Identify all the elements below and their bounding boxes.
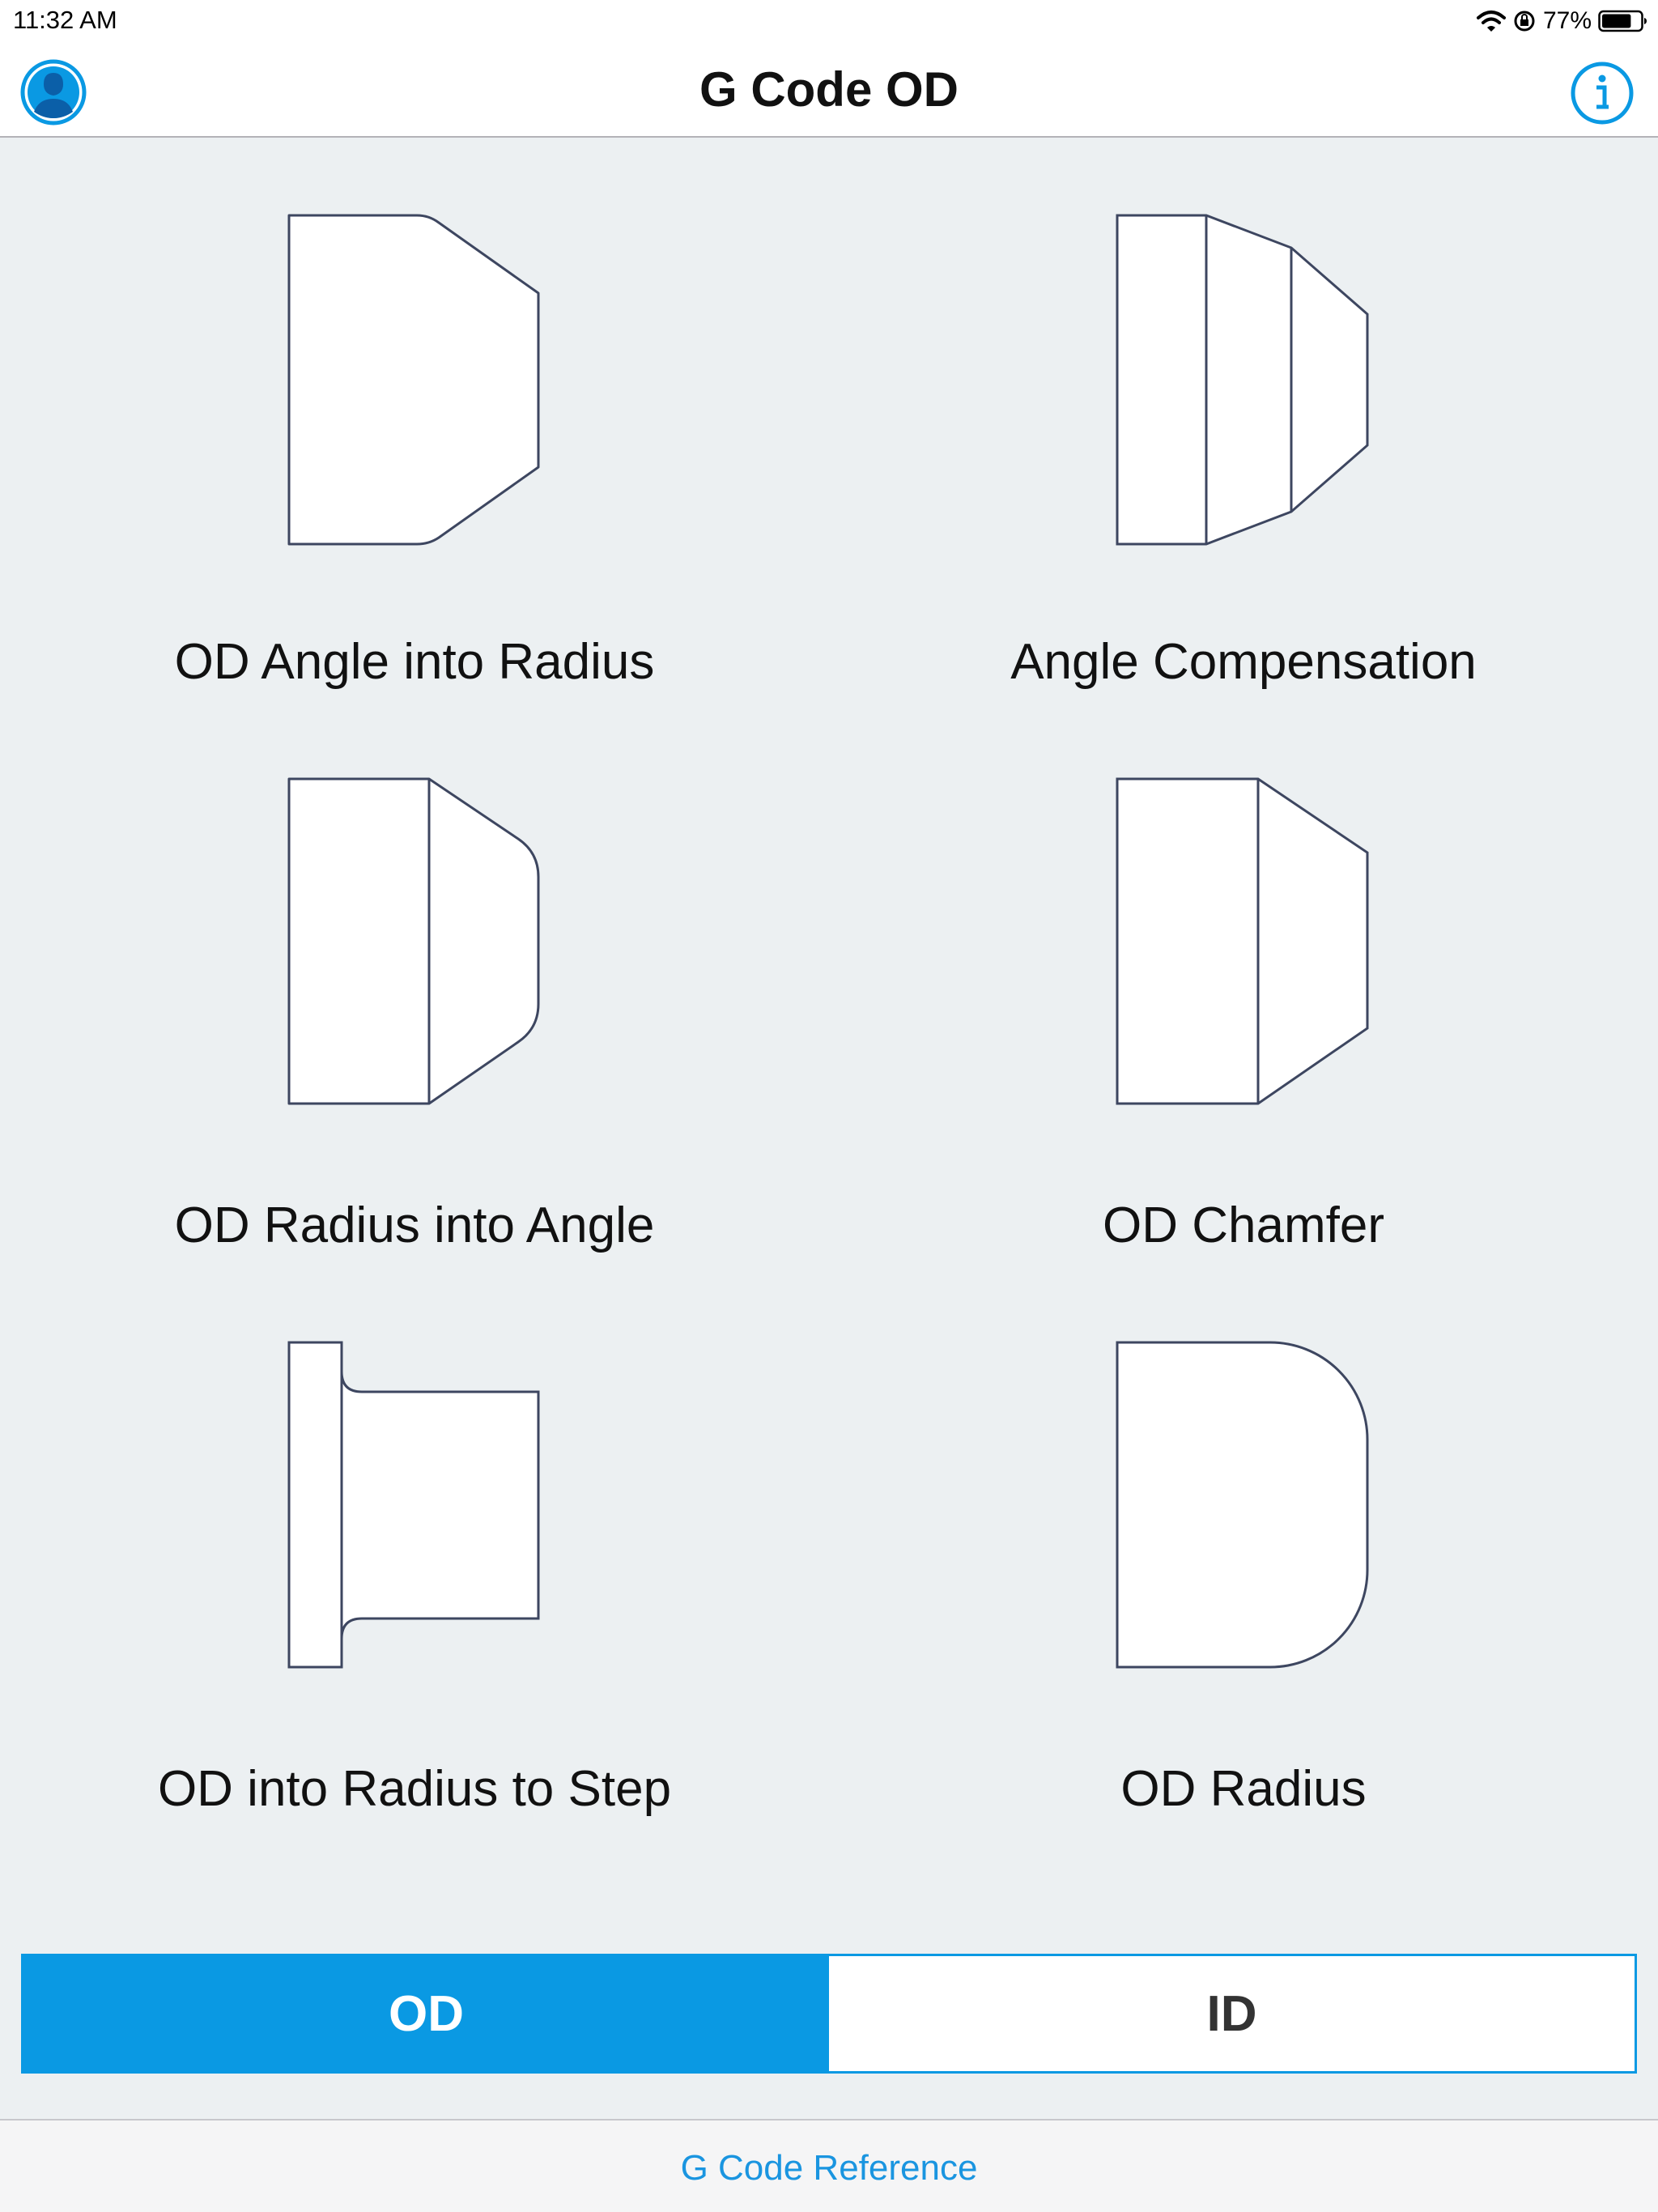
tile-od-angle-into-radius[interactable]: OD Angle into Radius [0, 138, 829, 701]
g-code-reference-link[interactable]: G Code Reference [680, 2148, 978, 2188]
info-icon [1571, 62, 1634, 125]
segment-od[interactable]: OD [23, 1956, 829, 2071]
tile-od-into-radius-to-step[interactable]: OD into Radius to Step [0, 1265, 829, 1828]
tile-label: OD Angle into Radius [174, 634, 655, 690]
tile-od-radius[interactable]: OD Radius [829, 1265, 1658, 1828]
od-radius-into-angle-icon [287, 777, 540, 1105]
od-id-segmented-control: OD ID [21, 1954, 1637, 2074]
wifi-icon [1476, 11, 1506, 32]
info-button[interactable] [1569, 60, 1635, 126]
tile-od-radius-into-angle[interactable]: OD Radius into Angle [0, 701, 829, 1265]
profile-icon [20, 59, 87, 125]
od-angle-into-radius-icon [287, 214, 540, 546]
od-radius-icon [1116, 1341, 1369, 1669]
tile-label: OD Chamfer [1103, 1197, 1384, 1253]
battery-percent: 77% [1542, 7, 1592, 34]
tile-label: Angle Compensation [1010, 634, 1477, 690]
tile-od-chamfer[interactable]: OD Chamfer [829, 701, 1658, 1265]
battery-icon [1598, 10, 1647, 32]
status-time: 11:32 AM [13, 6, 117, 34]
od-chamfer-icon [1116, 777, 1369, 1105]
angle-compensation-icon [1116, 214, 1369, 546]
tile-label: OD into Radius to Step [157, 1761, 672, 1817]
rotation-lock-icon [1514, 11, 1535, 32]
tile-label: OD Radius [1120, 1761, 1367, 1817]
content-area: OD Angle into Radius Angle Compensation … [0, 138, 1658, 2119]
segment-id[interactable]: ID [829, 1956, 1635, 2071]
page-title: G Code OD [699, 62, 959, 117]
profile-button[interactable] [19, 58, 87, 126]
status-indicators: 77% [1476, 5, 1648, 37]
tile-label: OD Radius into Angle [174, 1197, 655, 1253]
tile-angle-compensation[interactable]: Angle Compensation [829, 138, 1658, 701]
navigation-bar: G Code OD [0, 40, 1658, 138]
od-into-radius-to-step-icon [287, 1341, 540, 1669]
status-bar: 11:32 AM 77% [0, 0, 1658, 40]
footer-toolbar: G Code Reference [0, 2119, 1658, 2212]
